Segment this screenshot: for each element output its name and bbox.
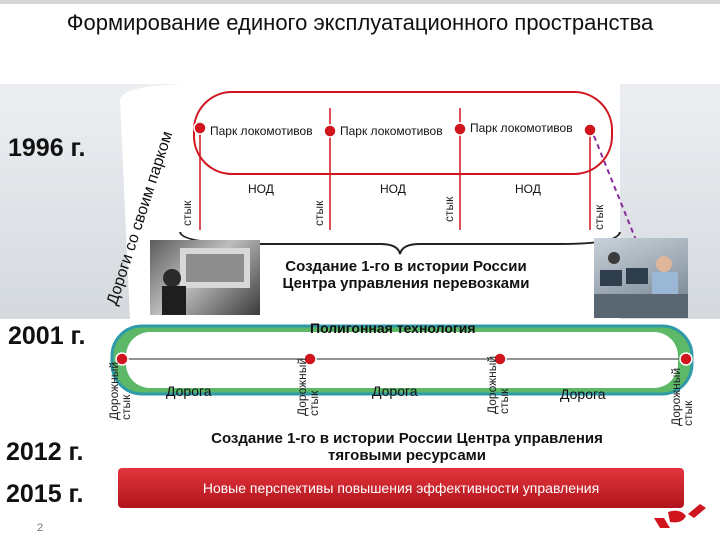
center-1996-line2: Центра управления перевозками <box>282 275 530 292</box>
park-dot-4 <box>583 123 597 137</box>
polygon-dot-1 <box>115 352 129 366</box>
park-dot-3 <box>453 122 467 136</box>
styk-label-2: стык <box>312 200 326 226</box>
center-1996-text: Создание 1-го в истории России Центра уп… <box>236 258 576 292</box>
photo-control-center-1996 <box>150 240 260 315</box>
polygon-title: Полигонная технология <box>310 320 476 336</box>
road-styk-4: Дорожный стык <box>669 368 695 426</box>
road-label-1: Дорога <box>166 383 212 399</box>
page-number: 2 <box>37 522 44 534</box>
rzd-logo <box>654 504 706 528</box>
polygon-dot-2 <box>303 352 317 366</box>
road-label-3: Дорога <box>560 386 606 402</box>
park-label-2: Парк локомотивов <box>340 124 443 138</box>
styk-label-4: стык <box>592 204 606 230</box>
polygon-dot-4 <box>679 352 693 366</box>
photo-control-center-modern <box>594 238 688 318</box>
year-2012: 2012 г. <box>6 438 84 466</box>
polygon-inner <box>126 332 678 388</box>
center-2012-text: Создание 1-го в истории России Центра уп… <box>152 430 662 464</box>
photo-modern-figures <box>594 252 688 318</box>
top-divider <box>0 0 720 4</box>
road-styk-1: Дорожный стык <box>107 362 133 420</box>
road-styk-3-line2: стык <box>497 388 511 414</box>
styk-label-1: стык <box>180 200 194 226</box>
year-2015: 2015 г. <box>6 480 84 508</box>
perspectives-banner: Новые перспективы повышения эффективност… <box>118 468 684 508</box>
park-dot-2 <box>323 124 337 138</box>
center-1996-line1: Создание 1-го в истории России <box>285 258 527 275</box>
park-dot-1 <box>193 121 207 135</box>
year-1996: 1996 г. <box>8 134 86 162</box>
center-2012-line2: тяговыми ресурсами <box>328 447 486 464</box>
photo-1996-figure <box>162 248 250 315</box>
nod-label-1: НОД <box>248 182 274 196</box>
road-styk-1-line2: стык <box>119 394 133 420</box>
park-label-1: Парк локомотивов <box>210 124 313 138</box>
nod-label-2: НОД <box>380 182 406 196</box>
page-title: Формирование единого эксплуатационного п… <box>66 10 654 35</box>
polygon-dot-3 <box>493 352 507 366</box>
road-label-2: Дорога <box>372 383 418 399</box>
styk-label-3: стык <box>442 196 456 222</box>
center-2012-line1: Создание 1-го в истории России Центра уп… <box>211 430 603 447</box>
road-styk-3: Дорожный стык <box>485 356 511 414</box>
purple-dashed-link <box>593 135 641 251</box>
road-styk-2: Дорожный стык <box>295 358 321 416</box>
park-label-3: Парк локомотивов <box>470 121 573 135</box>
year-2001: 2001 г. <box>8 322 86 350</box>
nod-label-3: НОД <box>515 182 541 196</box>
road-styk-2-line2: стык <box>307 390 321 416</box>
parks-frame <box>193 91 613 175</box>
road-styk-4-line2: стык <box>681 400 695 426</box>
